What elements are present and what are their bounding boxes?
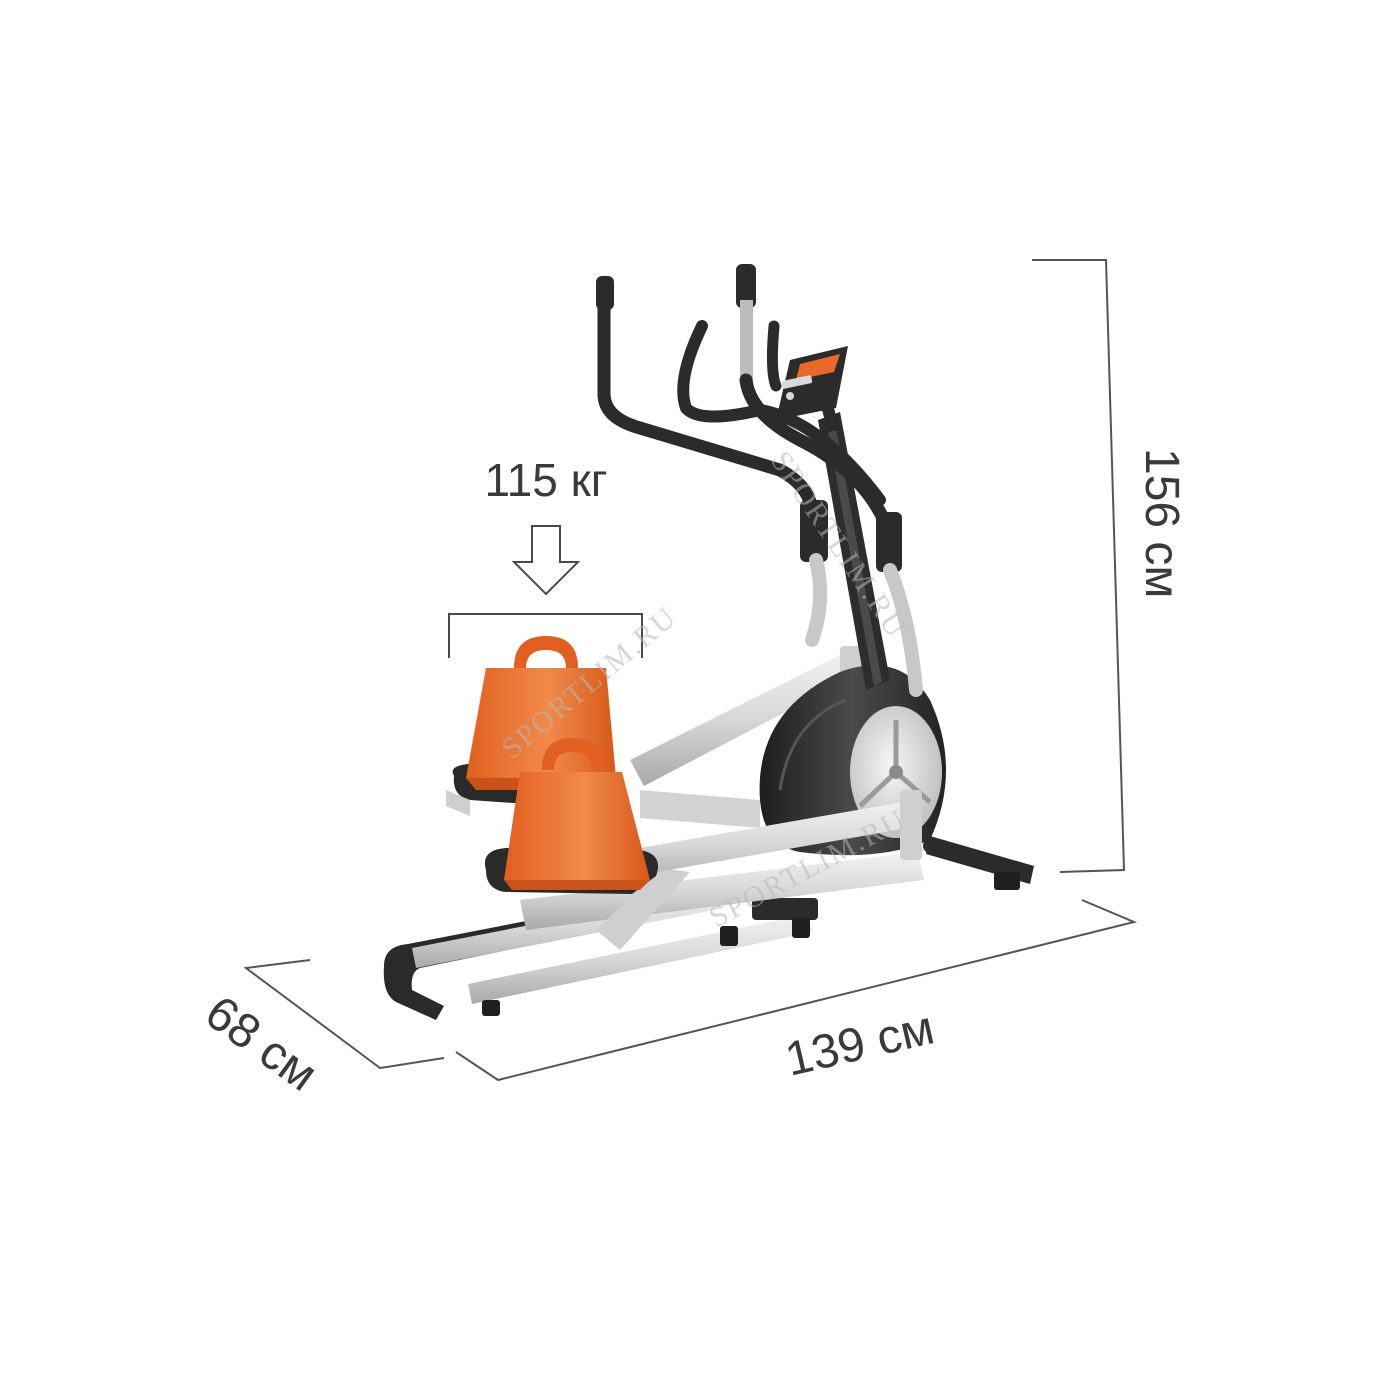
load-bracket [448,613,643,658]
max-load-label: 115 кг [484,454,607,506]
static-handlebar [677,320,886,506]
down-arrow-icon [511,525,581,596]
height-label: 156 см [1135,448,1188,598]
width-dimension-line [243,959,445,1070]
console [776,346,848,432]
height-dimension-line [1032,259,1126,873]
base-frame [520,790,924,950]
width-label: 68 см [196,986,327,1102]
kettle-weight-icon [504,738,650,890]
central-column [818,412,890,690]
rear-stabilizer [926,836,1034,890]
moving-handle-far [736,264,923,697]
length-dimension-line [455,899,1138,1082]
elliptical-trainer [383,264,1034,1020]
moving-handle-near [596,276,828,647]
length-label: 139 см [781,1001,939,1086]
